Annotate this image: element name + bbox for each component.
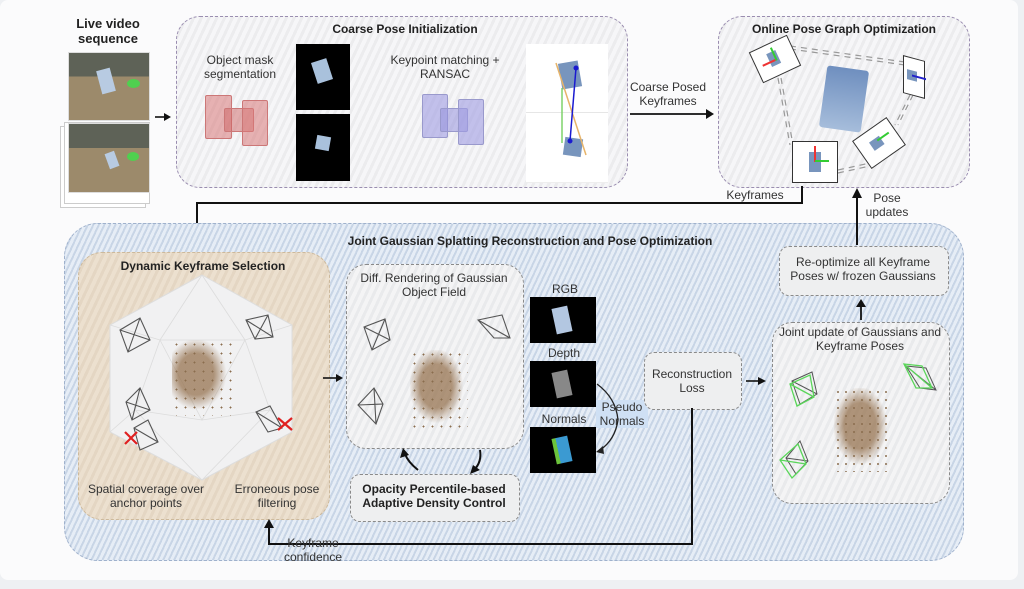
keypoint-match-image bbox=[526, 44, 608, 183]
joint-update-label: Joint update of Gaussians and Keyframe P… bbox=[778, 325, 942, 354]
keyframe-camera-3 bbox=[792, 141, 838, 183]
density-control-box bbox=[350, 474, 520, 522]
reject-cross-icon bbox=[124, 417, 293, 445]
coarse-pose-title: Coarse Pose Initialization bbox=[332, 22, 478, 36]
pose-graph-title: Online Pose Graph Optimization bbox=[751, 22, 937, 36]
normals-label: Normals bbox=[541, 412, 587, 426]
video-frame-2 bbox=[68, 123, 150, 193]
pose-filtering-caption: Erroneous pose filtering bbox=[234, 482, 320, 511]
updated-gaussian-field bbox=[834, 388, 892, 472]
reconstruction-loss-label: Reconstruction Loss bbox=[651, 367, 733, 396]
reconstruction-loss-box bbox=[644, 352, 742, 410]
matching-label: Keypoint matching + RANSAC bbox=[390, 53, 500, 82]
mask-image-2 bbox=[296, 114, 350, 181]
rgb-render bbox=[530, 297, 596, 343]
diff-rendering-title: Diff. Rendering of Gaussian Object Field bbox=[360, 271, 508, 300]
coarse-output-label: Coarse Posed Keyframes bbox=[629, 80, 707, 109]
segmentation-label: Object mask segmentation bbox=[203, 53, 277, 82]
reoptimize-box bbox=[779, 246, 949, 296]
rgb-label: RGB bbox=[551, 282, 578, 296]
joint-optimization-title: Joint Gaussian Splatting Reconstruction … bbox=[347, 234, 713, 248]
pseudo-normals-label: Pseudo Normals bbox=[596, 400, 648, 429]
depth-label: Depth bbox=[547, 346, 581, 360]
normals-render bbox=[530, 427, 596, 473]
reoptimize-label: Re-optimize all Keyframe Poses w/ frozen… bbox=[790, 255, 936, 284]
gaussian-field bbox=[410, 350, 468, 430]
keyframes-label: Keyframes bbox=[726, 188, 784, 202]
video-frame-1 bbox=[68, 52, 150, 121]
spatial-coverage-caption: Spatial coverage over anchor points bbox=[87, 482, 205, 511]
live-video-title: Live video sequence bbox=[76, 16, 140, 47]
depth-render bbox=[530, 361, 596, 407]
mask-image-1 bbox=[296, 44, 350, 110]
density-control-label: Opacity Percentile-based Adaptive Densit… bbox=[362, 482, 506, 511]
keyframe-confidence-label: Keyframe confidence bbox=[283, 536, 343, 565]
pose-updates-label: Pose updates bbox=[865, 191, 909, 220]
gaussian-cloud bbox=[172, 340, 232, 416]
keyframe-selection-title: Dynamic Keyframe Selection bbox=[120, 259, 286, 273]
